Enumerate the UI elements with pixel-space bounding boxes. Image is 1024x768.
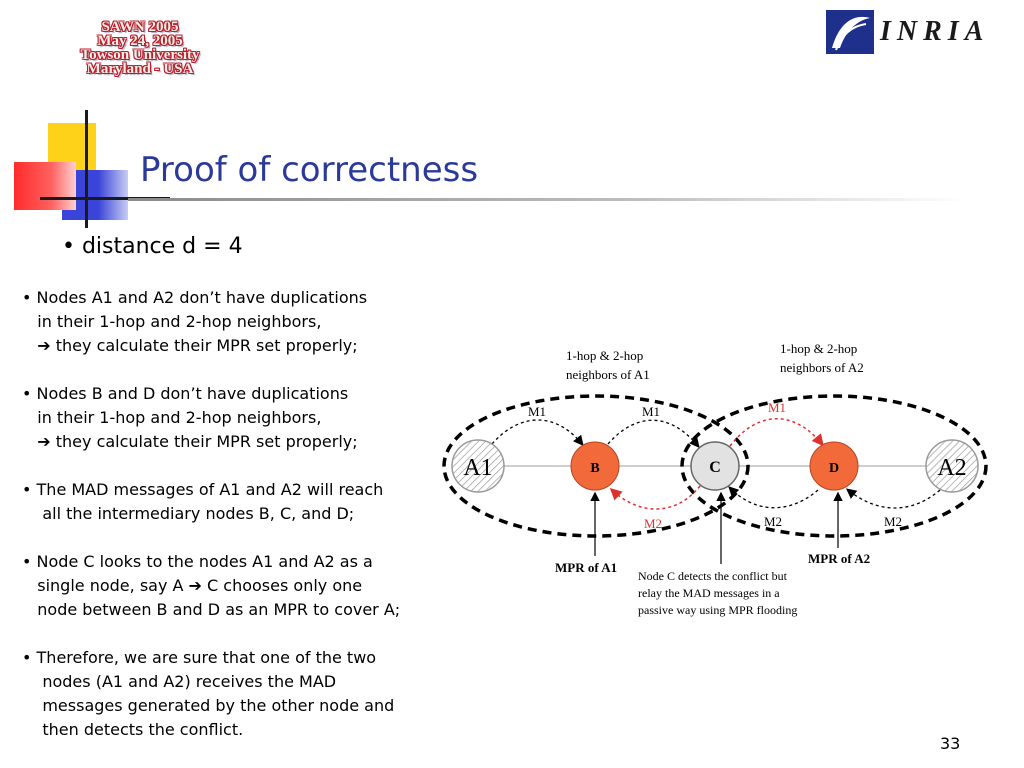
bullet-list: • Nodes A1 and A2 don’t have duplication… [22, 286, 442, 742]
label-m2-c-b: M2 [644, 516, 662, 531]
node-d-label: D [829, 461, 839, 476]
event-line-2: May 24, 2005 [97, 33, 183, 49]
inria-swoosh-icon [826, 10, 874, 54]
label-m1-c-d: M1 [768, 400, 786, 415]
bullet-1: • Nodes A1 and A2 don’t have duplication… [22, 288, 368, 355]
arrow-m2-d-c [728, 486, 819, 509]
arrow-m1-a1-b [491, 419, 584, 447]
deco-vertical-line [85, 110, 88, 228]
event-stamp: SAWN 2005 May 24, 2005 Towson University… [30, 19, 250, 77]
event-line-4: Maryland - USA [86, 61, 194, 77]
note-line-3: passive way using MPR flooding [638, 603, 797, 617]
node-a2: A2 [925, 439, 979, 493]
page-number: 33 [940, 734, 961, 753]
arrow-m2-c-b [609, 485, 701, 510]
title-underline [128, 198, 968, 201]
bullet-2: • Nodes B and D don’t have duplications … [22, 384, 358, 451]
region-a2-label-line1: 1-hop & 2-hop [780, 341, 857, 356]
node-a1-label: A1 [463, 455, 492, 481]
label-mpr-a1: MPR of A1 [555, 560, 617, 575]
neighbors-region-a2 [680, 394, 988, 538]
region-a1-label-line1: 1-hop & 2-hop [566, 348, 643, 363]
bullet-5: • Therefore, we are sure that one of the… [22, 648, 395, 739]
note-line-1: Node C detects the conflict but [638, 569, 788, 583]
arrow-m1-b-c [607, 419, 700, 449]
note-line-2: relay the MAD messages in a [638, 586, 780, 600]
label-m1-a1-b: M1 [528, 404, 546, 419]
bullet-3: • The MAD messages of A1 and A2 will rea… [22, 480, 384, 523]
label-m2-d-c: M2 [764, 514, 782, 529]
node-a1: A1 [451, 439, 505, 493]
node-a2-label: A2 [937, 455, 966, 481]
node-c-label: C [709, 459, 721, 476]
bullet-4: • Node C looks to the nodes A1 and A2 as… [22, 552, 401, 619]
deco-horizontal-line [40, 197, 170, 200]
node-c: C [690, 441, 740, 491]
event-line-1: SAWN 2005 [101, 19, 179, 35]
inria-wordmark: INRIA [880, 16, 990, 47]
deco-red-square [14, 162, 76, 210]
node-b: B [570, 441, 620, 491]
region-a1-label-line2: neighbors of A1 [566, 367, 650, 382]
distance-subtitle: • distance d = 4 [62, 234, 243, 259]
inria-logo: INRIA [826, 10, 1006, 56]
node-d: D [809, 441, 859, 491]
label-m2-a2-d: M2 [884, 514, 902, 529]
arrow-m2-a2-d [845, 488, 941, 509]
page-title: Proof of correctness [140, 150, 479, 190]
label-m1-b-c: M1 [642, 404, 660, 419]
region-a2-label-line2: neighbors of A2 [780, 360, 864, 375]
arrow-m1-c-d [729, 418, 824, 447]
node-b-label: B [590, 461, 599, 476]
event-line-3: Towson University [80, 47, 200, 63]
label-mpr-a2: MPR of A2 [808, 551, 870, 566]
neighbors-region-a1 [442, 394, 750, 538]
